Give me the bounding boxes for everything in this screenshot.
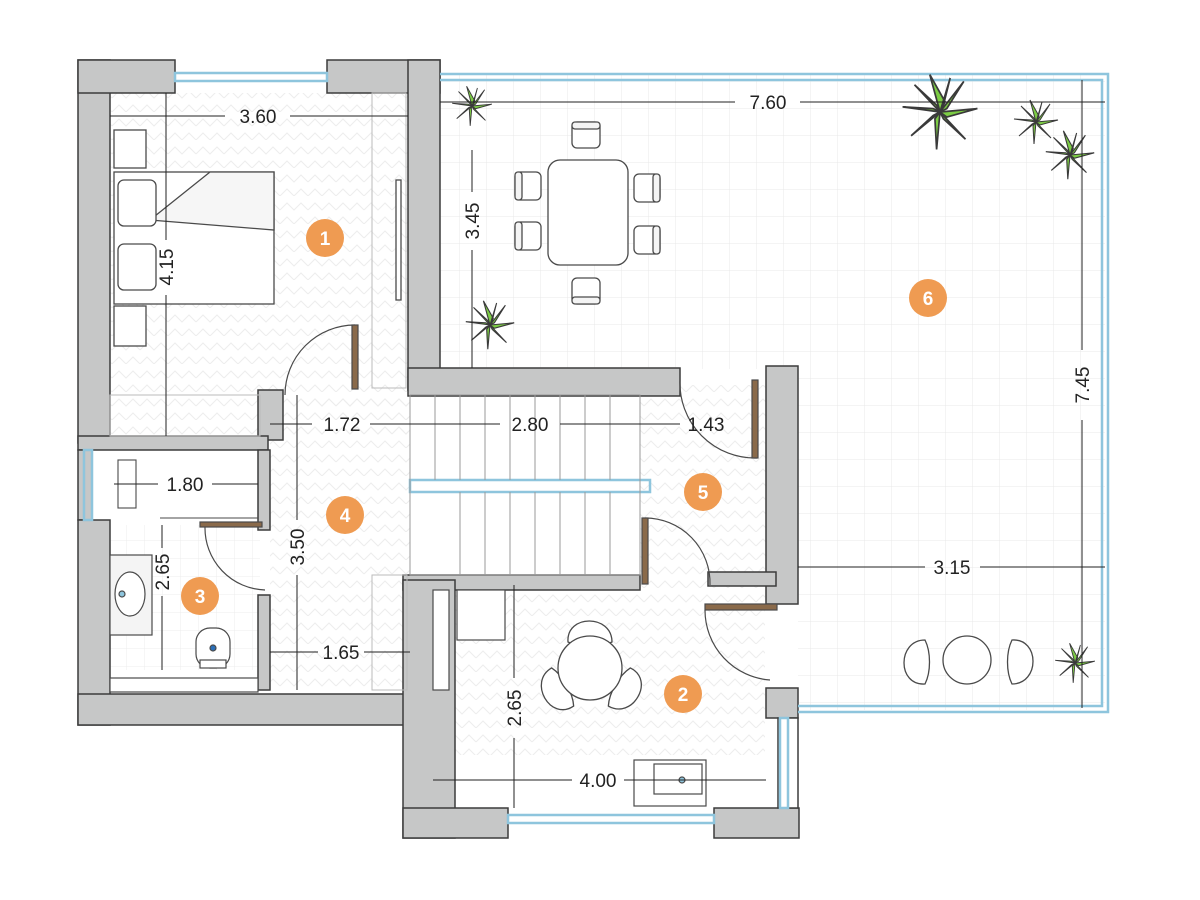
dim-terrace-lower-width: 3.15 [934, 558, 971, 579]
dim-terrace-length: 7.45 [1073, 367, 1094, 404]
chair-icon [571, 277, 601, 305]
dining-set [514, 121, 661, 305]
dim-bath-length: 2.65 [153, 554, 174, 591]
terrace-floor [440, 74, 1105, 369]
tv-unit [395, 179, 402, 301]
room-number-2: 2 [678, 685, 689, 706]
room-number-1: 1 [320, 229, 331, 250]
dim-hall-width: 1.72 [324, 415, 361, 436]
hall-floor [270, 395, 410, 690]
hall-cabinet [371, 574, 408, 691]
dim-bedroom-length: 4.15 [157, 249, 178, 286]
kitchen-sink-icon [633, 759, 707, 807]
doors [199, 324, 778, 681]
stairs-icon [409, 394, 641, 576]
room-badge-4: 4 [326, 496, 364, 534]
dim-kitchen-length: 2.65 [505, 690, 526, 727]
room-badge-2: 2 [664, 675, 702, 713]
dim-bedroom-width: 3.60 [240, 107, 277, 128]
room-badge-1: 1 [306, 219, 344, 257]
room-badge-5: 5 [684, 473, 722, 511]
chair-icon [633, 225, 661, 255]
bathroom-ledge [109, 677, 259, 693]
dim-terrace-width: 7.60 [750, 93, 787, 114]
room-number-3: 3 [195, 587, 206, 608]
chair-icon [571, 121, 601, 149]
bed-icon [113, 129, 275, 347]
toilet-icon [195, 627, 231, 669]
sink-icon [109, 554, 153, 636]
dim-stair-width: 2.80 [512, 415, 549, 436]
chair-icon [514, 221, 542, 251]
round-table-icon [532, 620, 650, 718]
dim-kitchen-width: 4.00 [580, 771, 617, 792]
fridge [456, 589, 506, 641]
dim-hall-lower-width: 1.65 [323, 643, 360, 664]
dimension-lines [110, 80, 1105, 808]
wardrobe [371, 92, 407, 389]
bench [109, 394, 261, 437]
room-number-6: 6 [923, 289, 934, 310]
room-number-5: 5 [698, 483, 709, 504]
dim-dining-depth: 3.45 [463, 203, 484, 240]
room-number-4: 4 [340, 506, 351, 527]
dim-landing-width: 1.43 [688, 415, 725, 436]
dim-hall-length: 3.50 [288, 529, 309, 566]
room-badge-3: 3 [181, 577, 219, 615]
table-icon [547, 159, 629, 266]
kitchen-shelf [432, 589, 450, 691]
chair-icon [514, 171, 542, 201]
chair-icon [633, 173, 661, 203]
dim-bath-width: 1.80 [167, 475, 204, 496]
room-badge-6: 6 [909, 279, 947, 317]
lounge-set [903, 635, 1034, 685]
